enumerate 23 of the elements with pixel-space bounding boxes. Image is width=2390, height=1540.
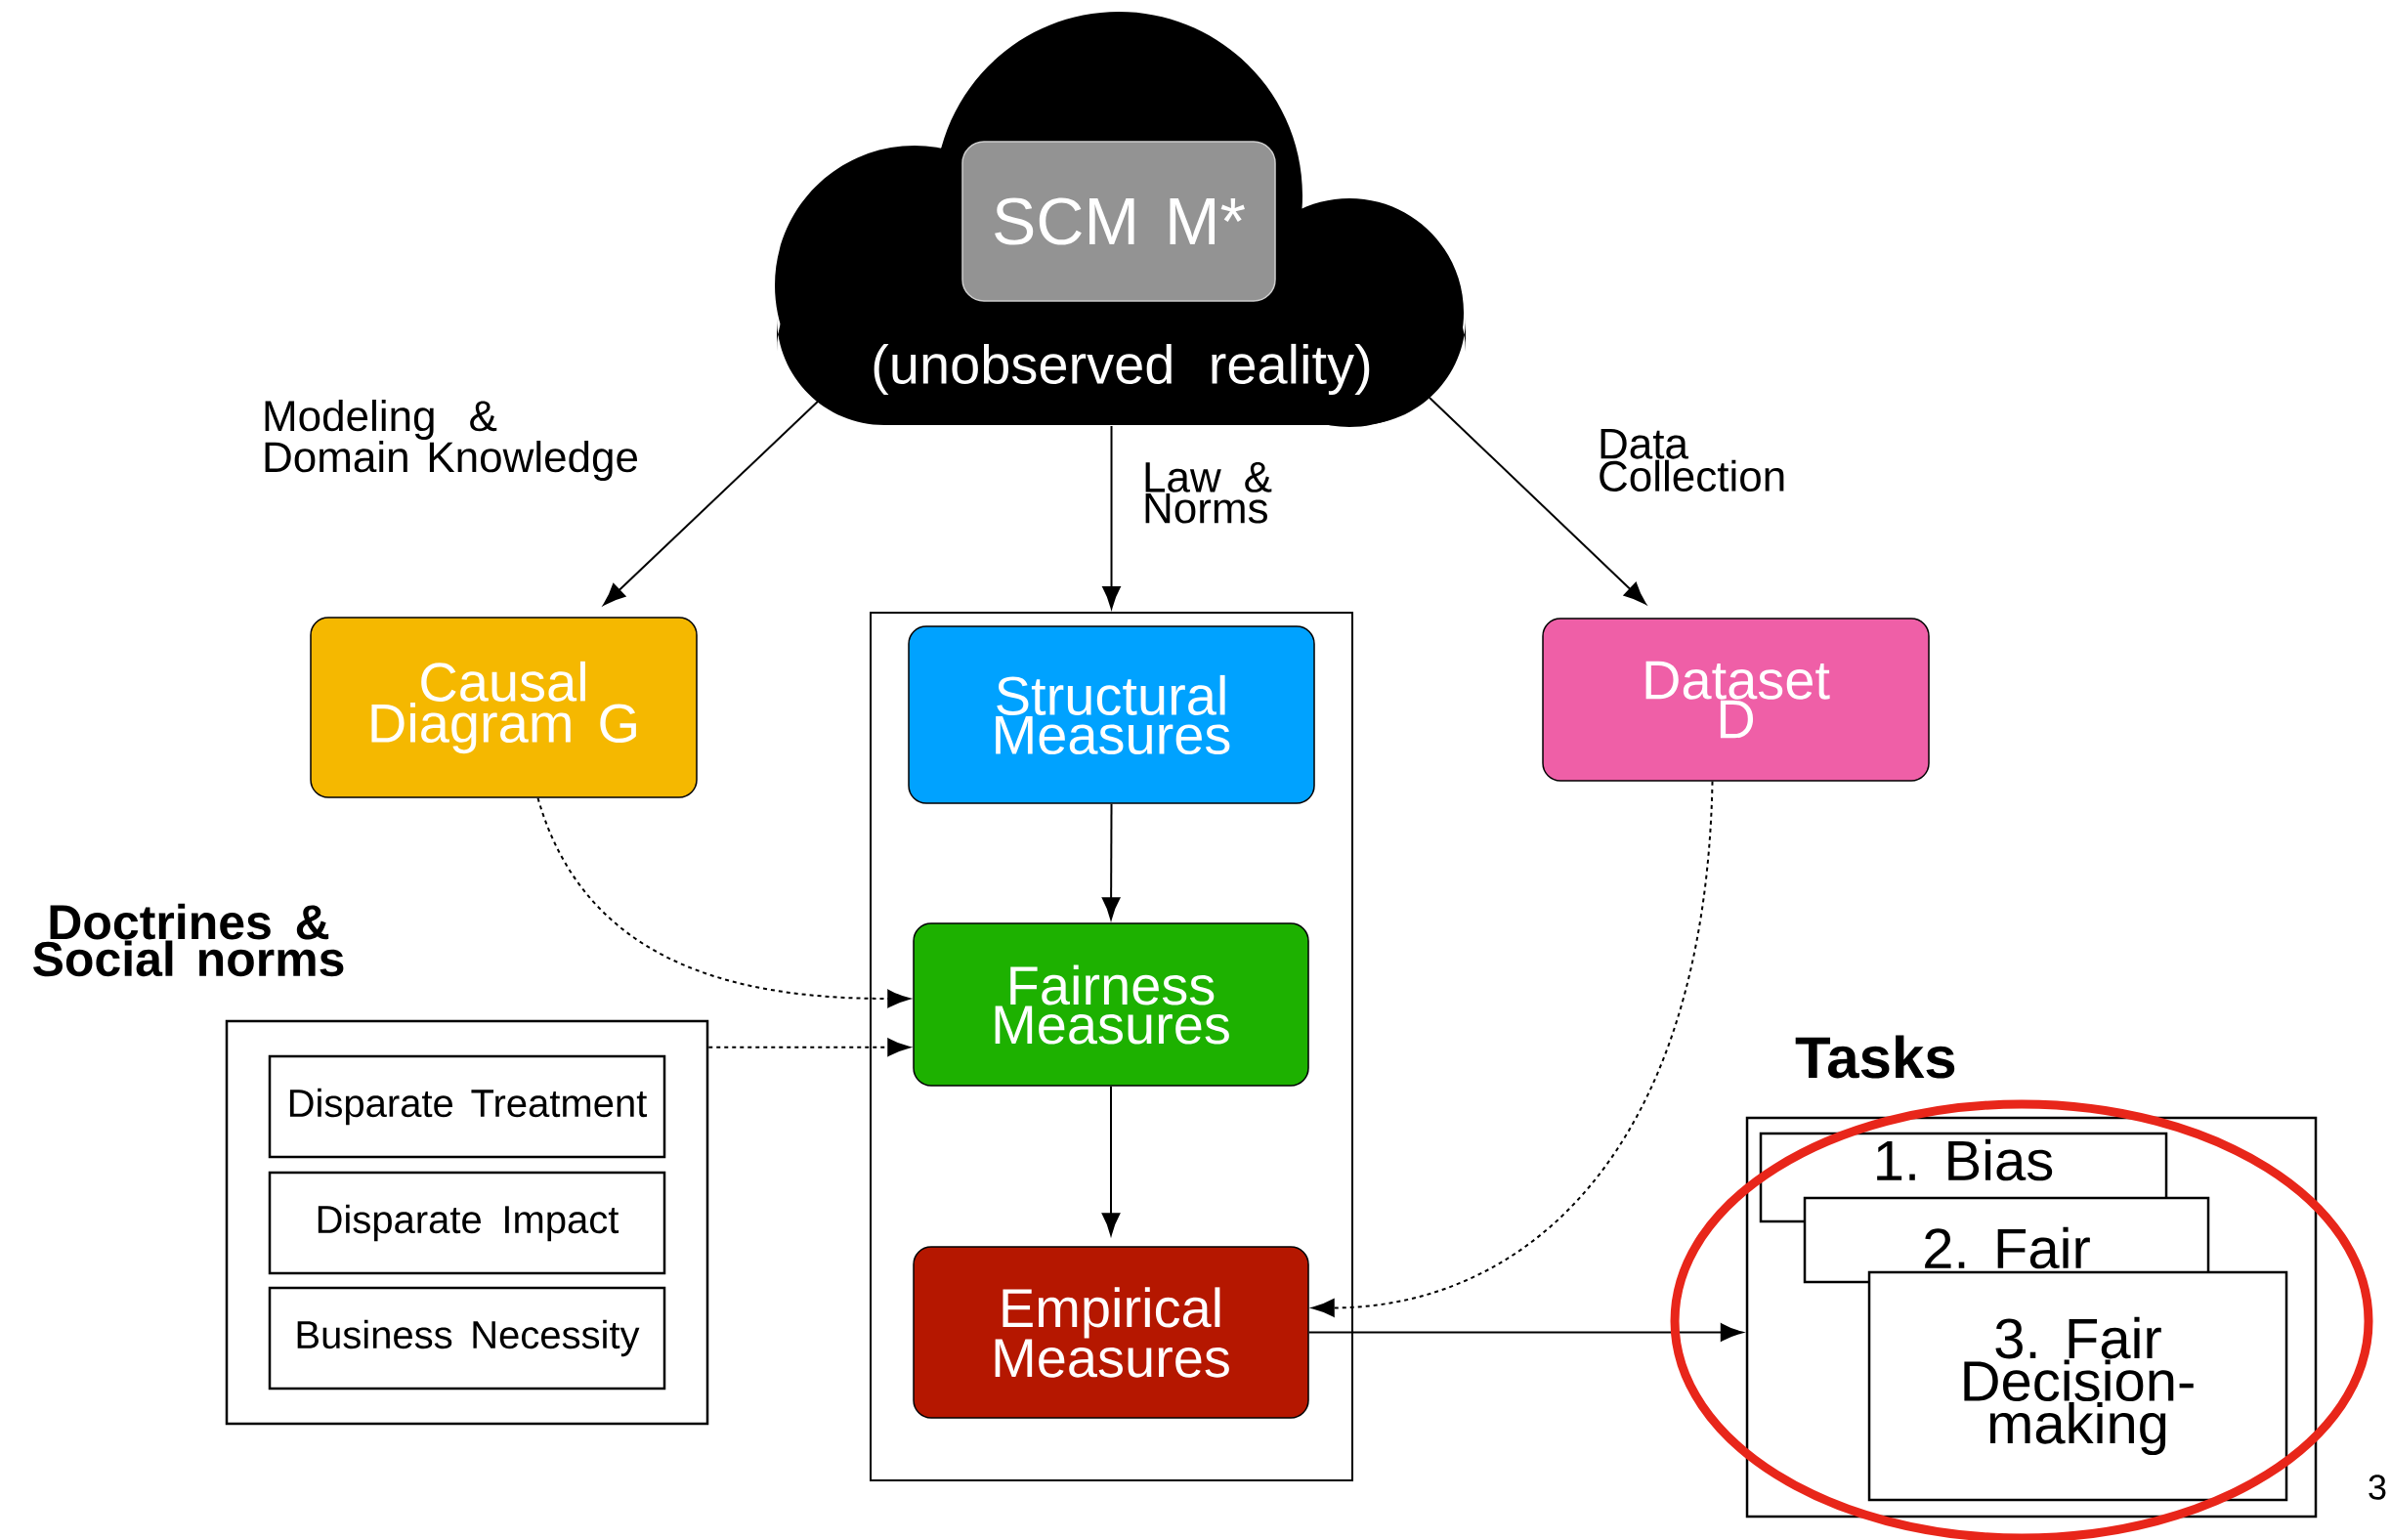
arrow	[1101, 802, 1121, 920]
page-number: 3	[2369, 1475, 2386, 1500]
process-box: Fairness Measures	[913, 922, 1309, 1087]
task-card: 2. Fair	[1803, 1196, 2210, 1284]
process-box: Dataset D	[1542, 618, 1930, 782]
item-box: Disparate Impact	[268, 1171, 666, 1275]
edge-label: Modeling & Domain Knowledge	[265, 400, 637, 481]
edge-label: Data Collection	[1600, 429, 1784, 492]
process-box: Structural Measures	[908, 625, 1315, 804]
item-box: Disparate Treatment	[268, 1054, 666, 1159]
edge-label: Law & Norms	[1145, 462, 1272, 524]
arrow	[1101, 1085, 1121, 1236]
arrow	[707, 1038, 911, 1056]
arrow	[536, 796, 911, 1008]
item-box: Business Necessity	[268, 1286, 666, 1390]
arrow	[1311, 780, 1714, 1317]
model-box: SCM M*	[961, 141, 1276, 302]
process-box: Empirical Measures	[913, 1246, 1309, 1419]
group-box	[870, 612, 1353, 1481]
node-label: Doctrines & Social norms	[33, 903, 344, 977]
arrow	[1429, 397, 1646, 605]
node-label: Tasks	[1795, 1035, 1955, 1079]
process-box: Causal Diagram G	[310, 617, 698, 798]
